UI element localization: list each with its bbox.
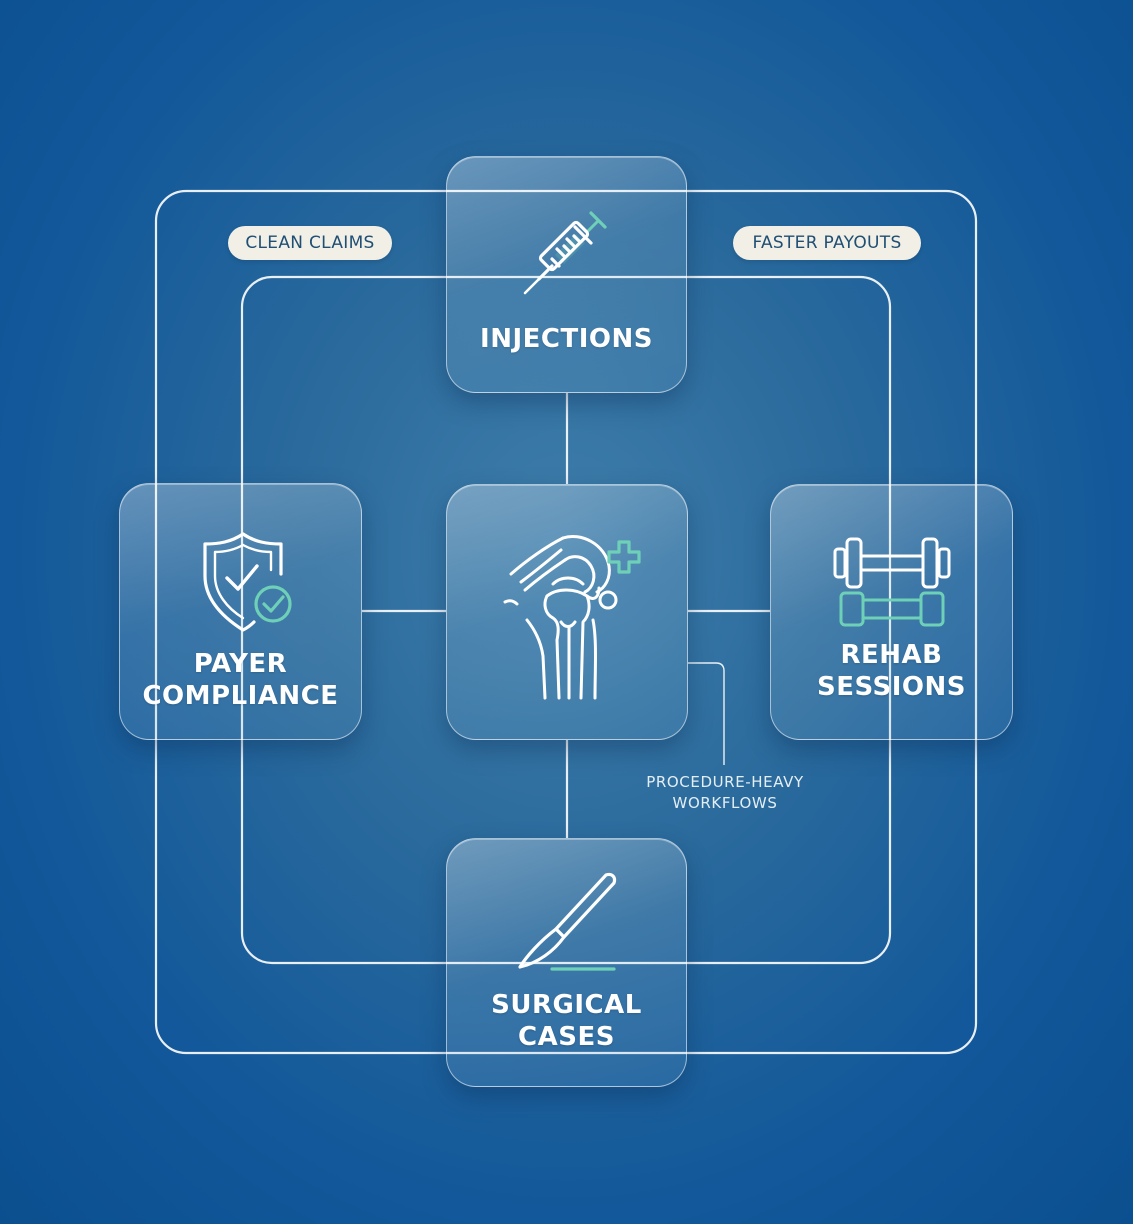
callout-line2: WORKFLOWS bbox=[672, 794, 778, 812]
node-injections-label: INJECTIONS bbox=[480, 324, 653, 354]
knee-joint-plus-icon bbox=[503, 535, 641, 700]
scalpel-icon bbox=[517, 872, 616, 971]
node-surgical-cases-label-line1: SURGICAL bbox=[491, 990, 642, 1020]
node-injections: INJECTIONS bbox=[446, 156, 687, 393]
node-payer-compliance-label-line1: PAYER bbox=[193, 649, 288, 679]
inner-frame bbox=[240, 275, 892, 965]
syringe-icon bbox=[523, 211, 607, 295]
outer-frame bbox=[154, 189, 978, 1055]
callout-line1: PROCEDURE-HEAVY bbox=[646, 773, 804, 791]
node-surgical-cases: SURGICAL CASES bbox=[446, 838, 687, 1087]
node-rehab-sessions-label-line2: SESSIONS bbox=[816, 672, 967, 702]
node-center-knee bbox=[446, 484, 688, 740]
dumbbell-icon bbox=[833, 537, 950, 627]
callout-procedure-heavy: PROCEDURE-HEAVY WORKFLOWS bbox=[620, 772, 830, 814]
node-surgical-cases-label-line2: CASES bbox=[518, 1022, 615, 1052]
node-payer-compliance-label-line2: COMPLIANCE bbox=[142, 681, 339, 711]
tag-clean-claims: CLEAN CLAIMS bbox=[228, 226, 392, 260]
node-rehab-sessions-label-line1: REHAB bbox=[840, 640, 943, 670]
tag-faster-payouts: FASTER PAYOUTS bbox=[733, 226, 921, 260]
node-rehab-sessions: REHAB SESSIONS bbox=[770, 484, 1013, 740]
shield-check-icon bbox=[202, 532, 292, 632]
callout-leader-line bbox=[688, 662, 725, 765]
node-payer-compliance: PAYER COMPLIANCE bbox=[119, 483, 362, 740]
